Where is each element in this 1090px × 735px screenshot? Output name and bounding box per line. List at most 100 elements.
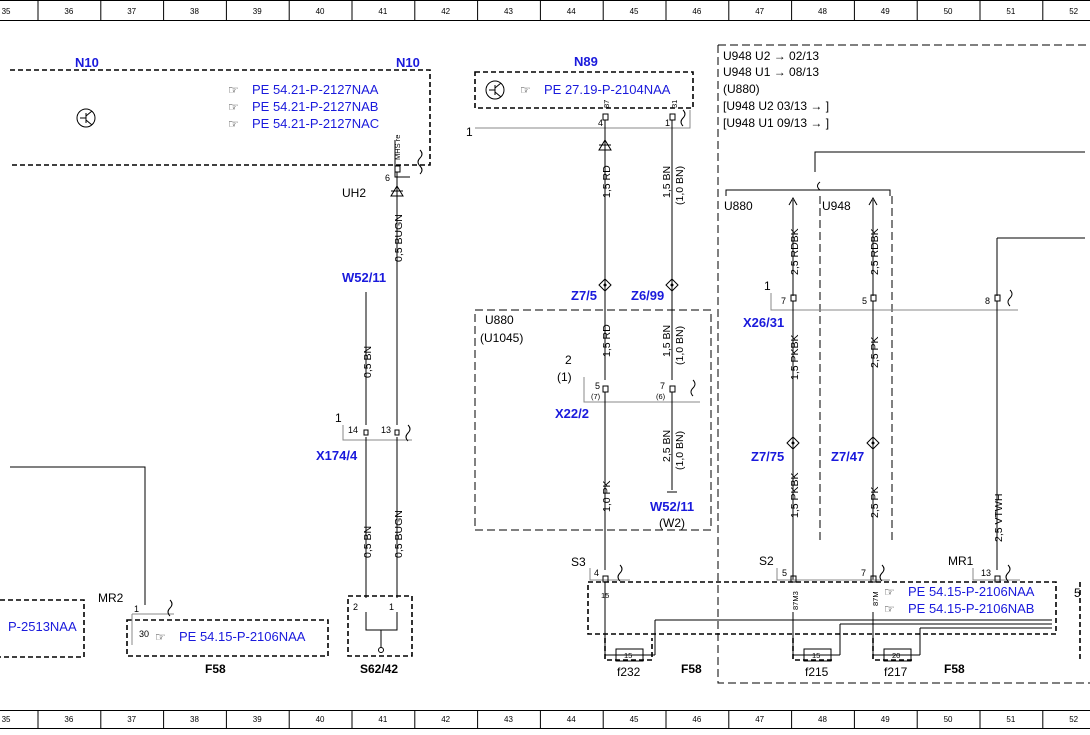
x174-4-connector: 1 14 13 X174/4 xyxy=(316,411,412,463)
wire-bn-low: 2,5 BN xyxy=(661,430,673,462)
w52-11-top-label[interactable]: W52/11 xyxy=(342,270,386,285)
mr2-pin-1: 1 xyxy=(134,604,139,614)
svg-text:☞: ☞ xyxy=(884,602,895,616)
n89-pin-1: 1 xyxy=(665,118,670,128)
x174-pin-line: 1 xyxy=(335,411,342,425)
top-ruler-col-label: 40 xyxy=(316,7,325,16)
top-ruler-col-label: 42 xyxy=(441,7,450,16)
top-ruler-col-label: 49 xyxy=(881,7,890,16)
svg-text:☞: ☞ xyxy=(228,83,239,97)
hand-pointer-icon: ☞ xyxy=(884,602,895,616)
bottom-ruler-col-label: 38 xyxy=(190,715,199,724)
branch-u880: U880 xyxy=(724,199,753,213)
hand-pointer-icon: ☞ xyxy=(155,630,166,644)
f58-left-ref[interactable]: PE 54.15-P-2106NAA xyxy=(179,629,306,644)
top-ruler-col-label: 47 xyxy=(755,7,764,16)
n89-ref[interactable]: PE 27.19-P-2104NAA xyxy=(544,82,671,97)
wire-bn-a: 0,5 BN xyxy=(362,346,374,378)
branch-u948: U948 xyxy=(822,199,851,213)
wire-bugn-bottom: 0,5 BUGN xyxy=(393,510,405,558)
z7-47-label[interactable]: Z7/47 xyxy=(831,449,864,464)
top-ruler-col-label: 39 xyxy=(253,7,262,16)
f58-pin-30: 30 xyxy=(139,629,149,639)
f58-right-label: F58 xyxy=(944,662,965,676)
wire-rdbk-1: 2,5 RDBK xyxy=(789,228,801,275)
bottom-ruler-col-label: 39 xyxy=(253,715,262,724)
s62-42-label: S62/42 xyxy=(360,662,398,676)
node-s3: S3 xyxy=(571,555,586,569)
x26-pin-5: 5 xyxy=(862,296,867,306)
bottom-ruler-col-label: 51 xyxy=(1006,715,1015,724)
wire-pk-2: 2,5 PK xyxy=(869,486,881,518)
bottom-ruler-col-label: 42 xyxy=(441,715,450,724)
x174-pin-14: 14 xyxy=(348,425,358,435)
n10-ref-b[interactable]: PE 54.21-P-2127NAB xyxy=(252,99,378,114)
f58-mid-label: F58 xyxy=(681,662,702,676)
node-uh2: UH2 xyxy=(342,186,366,200)
x22-pin-7: 7 xyxy=(660,381,665,391)
wire-bn-mid: 1,5 BN xyxy=(661,325,673,357)
svg-text:☞: ☞ xyxy=(155,630,166,644)
fuse-217-rating: 20 xyxy=(892,651,900,660)
bottom-ruler-col-label: 48 xyxy=(818,715,827,724)
node-mr2: MR2 xyxy=(98,591,124,605)
z7-75-label[interactable]: Z7/75 xyxy=(751,449,784,464)
n89-label: N89 xyxy=(574,54,598,69)
u880-variant-box xyxy=(474,309,712,531)
wire-bn-top: 1,5 BN xyxy=(661,166,673,198)
splice-z7-75: Z7/75 xyxy=(751,436,800,464)
hand-pointer-icon: ☞ xyxy=(228,83,239,97)
fuse-f217-label: f217 xyxy=(884,665,908,679)
svg-text:☞: ☞ xyxy=(884,585,895,599)
edge-ref[interactable]: P-2513NAA xyxy=(8,619,77,634)
fuse-215-rating: 15 xyxy=(812,651,820,660)
f58-ref-b[interactable]: PE 54.15-P-2106NAB xyxy=(908,601,1034,616)
x26-31-label[interactable]: X26/31 xyxy=(743,315,784,330)
f58-pin-13: 13 xyxy=(981,568,991,578)
s62-42-switch: 2 1 S62/42 xyxy=(347,595,413,676)
f58-ref-a[interactable]: PE 54.15-P-2106NAA xyxy=(908,584,1035,599)
wire-bn-b: 0,5 BN xyxy=(362,526,374,558)
wire-bugn-top: 0,5 BUGN xyxy=(393,214,405,262)
f58-pin-87m3: 87M3 xyxy=(791,591,800,610)
svg-text:☞: ☞ xyxy=(228,100,239,114)
fuse-f232-label: f232 xyxy=(617,665,641,679)
n10-ref-a[interactable]: PE 54.21-P-2127NAA xyxy=(252,82,379,97)
n10-right-label: N10 xyxy=(396,55,420,70)
n89-line-pin: 1 xyxy=(466,125,473,139)
top-ruler-col-label: 51 xyxy=(1006,7,1015,16)
x174-4-label[interactable]: X174/4 xyxy=(316,448,358,463)
wire-vtwh: 2,5 VTWH xyxy=(993,494,1005,542)
splice-z6-99: Z6/99 xyxy=(631,278,679,303)
f58-pin-87m: 87M xyxy=(871,591,880,606)
wire-rd-top: 1,5 RD xyxy=(601,165,613,198)
x22-pin-7-alt: (7) xyxy=(591,392,601,401)
wire-bn-top-alt: (1,0 BN) xyxy=(674,166,686,205)
node-s2: S2 xyxy=(759,554,774,568)
n10-left-label: N10 xyxy=(75,55,99,70)
variant-u948-u1-bracket: [U948 U1 09/13 → ] xyxy=(723,116,829,130)
top-ruler-col-label: 48 xyxy=(818,7,827,16)
x26-pin-7: 7 xyxy=(781,296,786,306)
wire-bn-low-alt: (1,0 BN) xyxy=(674,431,686,470)
n89-control-unit: N89 ☞ PE 27.19-P-2104NAA 87 31 1 4 1 xyxy=(466,54,694,139)
top-ruler-col-label: 37 xyxy=(127,7,136,16)
n10-control-unit: N10 N10 ☞ PE 54.21-P-2127NAA ☞ PE 54.21-… xyxy=(10,55,431,183)
n10-ref-c[interactable]: PE 54.21-P-2127NAC xyxy=(252,116,379,131)
bottom-ruler-col-label: 43 xyxy=(504,715,513,724)
x22-2-connector: 2 (1) 5 (7) 7 (6) X22/2 xyxy=(555,353,700,421)
s62-pin-1: 1 xyxy=(389,602,394,612)
w52-11-bottom-label[interactable]: W52/11 xyxy=(650,499,694,514)
w2-label: (W2) xyxy=(659,516,685,530)
bottom-ruler-col-label: 36 xyxy=(64,715,73,724)
node-mr1: MR1 xyxy=(948,554,974,568)
top-ruler-col-label: 36 xyxy=(64,7,73,16)
z7-5-label[interactable]: Z7/5 xyxy=(571,288,597,303)
n89-pin-4: 4 xyxy=(598,118,603,128)
bottom-ruler-col-label: 35 xyxy=(2,715,11,724)
z6-99-label[interactable]: Z6/99 xyxy=(631,288,664,303)
f58-left-label: F58 xyxy=(205,662,226,676)
x22-2-label[interactable]: X22/2 xyxy=(555,406,589,421)
